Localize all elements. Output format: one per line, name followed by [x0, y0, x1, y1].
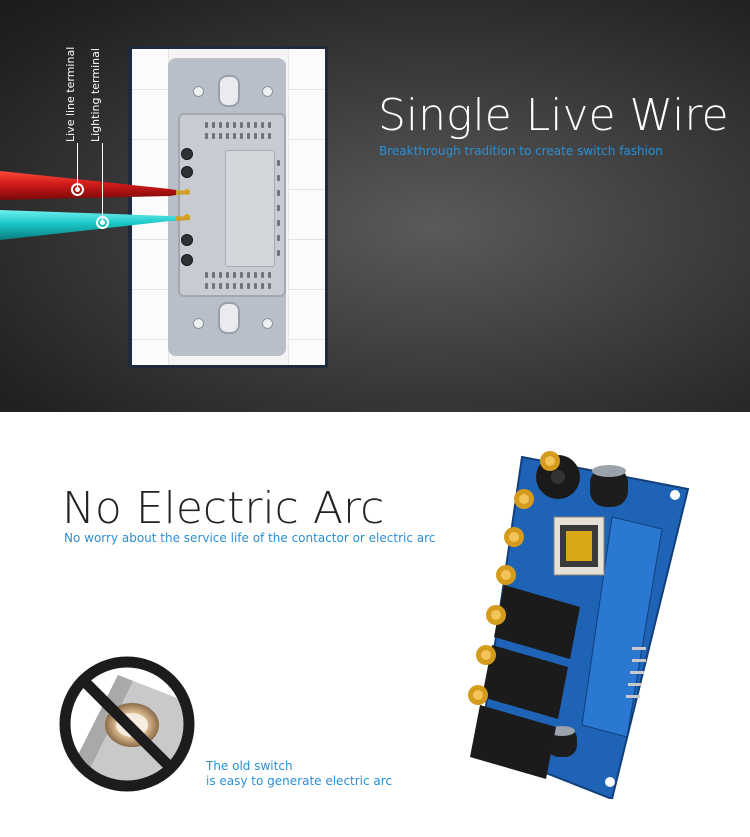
subheadline-single-live-wire: Breakthrough tradition to create switch … [379, 144, 663, 158]
label-live-line-terminal: Live line terminal [64, 46, 77, 142]
headline-no-electric-arc: No Electric Arc [62, 483, 385, 534]
callout-dot-live [71, 183, 84, 196]
plate-left-strip [132, 49, 169, 365]
relay [482, 645, 568, 719]
control-module [225, 150, 275, 267]
callout-line-live [77, 143, 78, 188]
lighting-wire-teal [0, 210, 190, 240]
screw [262, 86, 273, 97]
terminal-screw [181, 148, 193, 160]
terminal-screw [181, 254, 193, 266]
no-sign-icon [59, 656, 195, 792]
screw [193, 318, 204, 329]
callout-dot-lighting [96, 216, 109, 229]
relay [494, 585, 580, 659]
label-lighting-terminal: Lighting terminal [89, 48, 102, 142]
mounting-hole-bottom [218, 302, 240, 334]
screw [193, 86, 204, 97]
hero-banner-single-live-wire: Live line terminal Lighting terminal Sin… [0, 0, 750, 412]
callout-line-lighting [102, 143, 103, 221]
capacitor [590, 467, 628, 507]
relay-circuit-board [468, 451, 690, 799]
old-switch-no-sign [59, 656, 195, 792]
terminal-posts [468, 451, 560, 705]
mounting-hole-top [218, 75, 240, 107]
old-switch-caption-line1: The old switch [206, 759, 293, 773]
plate-right-strip [288, 49, 325, 365]
live-wire-red [0, 171, 190, 200]
subheadline-no-electric-arc: No worry about the service life of the c… [64, 531, 436, 545]
daughter-board [581, 516, 663, 738]
old-switch-caption-line2: is easy to generate electric arc [206, 774, 393, 788]
screw [262, 318, 273, 329]
terminal-screw [181, 166, 193, 178]
relay [470, 705, 556, 779]
old-switch-caption: The old switch is easy to generate elect… [206, 759, 392, 789]
terminal-screw [181, 234, 193, 246]
headline-single-live-wire: Single Live Wire [378, 90, 729, 141]
